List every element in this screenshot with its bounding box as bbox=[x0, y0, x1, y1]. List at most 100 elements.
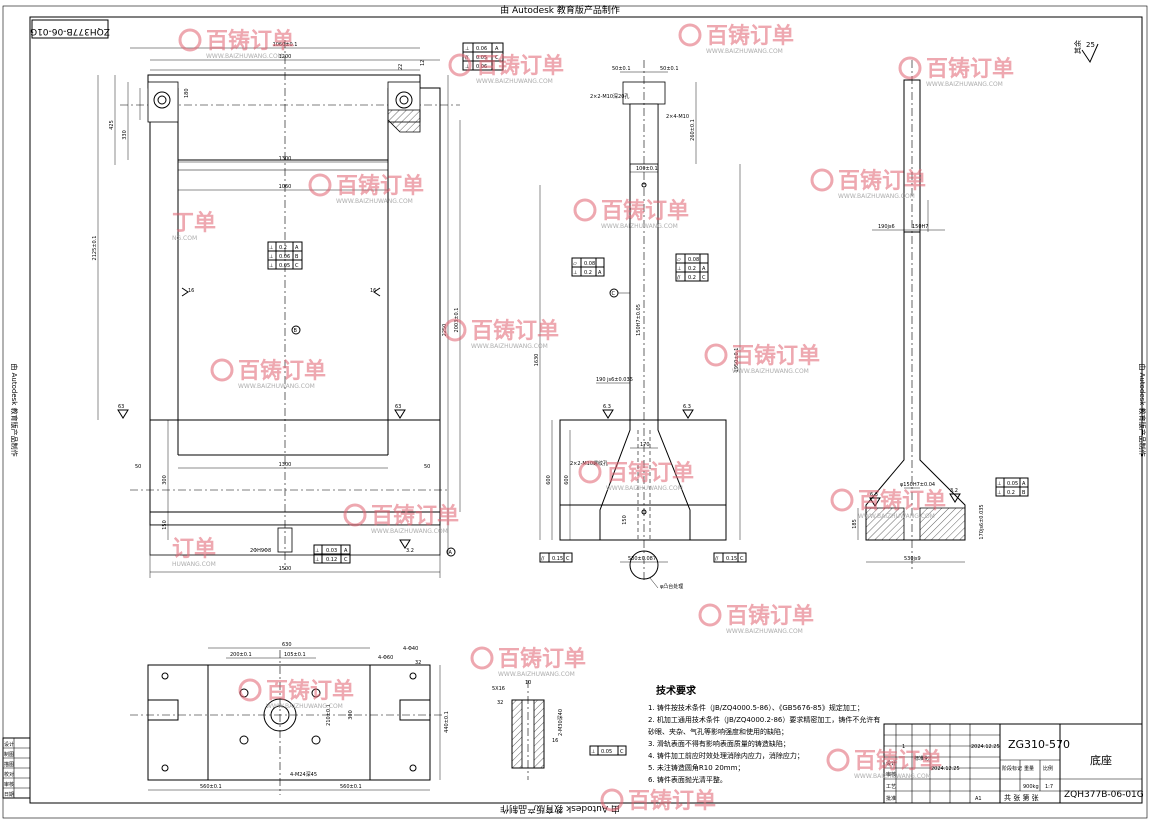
fv-dim-h425: 425 bbox=[109, 120, 115, 130]
fv-datum-a: A bbox=[449, 550, 453, 556]
watermark-5-brand: 百铸订单 bbox=[336, 173, 424, 199]
watermark-16: 百铸订单 WWW.BAIZHUWANG.COM bbox=[238, 678, 354, 710]
fv-gdt-mid-ref-0: A bbox=[295, 245, 299, 251]
tb-drawing-no: ZQH377B-06-01G bbox=[1064, 790, 1144, 800]
watermark-partial-left-brand: 订单 bbox=[172, 537, 216, 562]
watermark-14-url: WWW.BAIZHUWANG.COM bbox=[726, 628, 803, 635]
left-strip: 设计 制图 描图 校对 审核 日期 bbox=[2, 737, 31, 799]
roughness-label: 其余 bbox=[1073, 40, 1082, 54]
watermark-11-url: WWW.BAIZHUWANG.COM bbox=[606, 485, 683, 492]
watermark-9-url: WWW.BAIZHUWANG.COM bbox=[732, 368, 809, 375]
sv-datum-c: C bbox=[612, 291, 616, 297]
sv-gdt1-sym-1: ⊥ bbox=[573, 270, 577, 276]
pv-r32: 32 bbox=[415, 660, 421, 666]
left-strip-5: 日期 bbox=[4, 792, 14, 798]
sv-note2: 2×4-M10 bbox=[666, 114, 689, 120]
left-strip-1: 制图 bbox=[4, 751, 14, 758]
sv-note1: 2×2-M10深20孔 bbox=[590, 93, 629, 100]
rv-dim-w150: 150H7 bbox=[912, 224, 928, 230]
watermark-1: 百铸订单 WWW.BAIZHUWANG.COM bbox=[178, 28, 294, 60]
sv-dim-h600a: 600 bbox=[546, 475, 552, 485]
rv-gdt-sym-1: ⊥ bbox=[997, 490, 1001, 496]
sv-gdt2-sym-1: ⊥ bbox=[677, 266, 681, 272]
fv-dim-h330: 330 bbox=[122, 130, 128, 140]
fv-dim-mid2: 1060 bbox=[279, 184, 292, 190]
pv-dim-h300: 300 bbox=[348, 710, 354, 720]
watermark-2-url: WWW.BAIZHUWANG.COM bbox=[476, 78, 553, 85]
sv-dim-top-l: 50±0.1 bbox=[612, 66, 631, 72]
fv-gdt-top-sym-2: ⊥ bbox=[465, 64, 469, 70]
sv-gdtbr-sym: // bbox=[715, 556, 719, 562]
watermark-7-brand: 百铸订单 bbox=[838, 168, 926, 194]
sv-dim-total: 1630 bbox=[534, 354, 540, 367]
watermark-8-url: WWW.BAIZHUWANG.COM bbox=[471, 343, 548, 350]
fv-gdt-bot-sym-0: ⊥ bbox=[315, 548, 319, 554]
left-strip-4: 审核 bbox=[4, 781, 14, 788]
fv-gdt-mid: ⊥ 0.2 A ⊥ 0.06 B ⊥ 0.05 C bbox=[267, 241, 303, 270]
watermark-5-url: WWW.BAIZHUWANG.COM bbox=[336, 198, 413, 205]
pv-holes1: 4-Φ60 bbox=[378, 655, 393, 661]
dv-gdt-val: 0.05 bbox=[601, 749, 612, 755]
fv-gdt-top-val-2: 0.06 bbox=[476, 64, 487, 70]
tb-label-scale: 比例 bbox=[1043, 765, 1053, 772]
watermark-17-url: WWW.BAIZHUWANG.COM bbox=[854, 773, 931, 780]
watermark-partial-top-brand: 丁单 bbox=[172, 211, 216, 236]
watermark-13-url: WWW.BAIZHUWANG.COM bbox=[371, 528, 448, 535]
fv-gdt-mid-ref-2: C bbox=[295, 263, 299, 269]
banner-top: 由 Autodesk 教育版产品制作 bbox=[500, 4, 620, 16]
tech-requirements: 技术要求 1. 铸件按技术条件（JB/ZQ4000.5-86）、《GB5676-… bbox=[648, 684, 880, 784]
tb-scale: 1:7 bbox=[1045, 784, 1053, 790]
sv-gdtbl-sym: // bbox=[541, 556, 545, 562]
sv-gdt1-val-0: 0.08 bbox=[584, 261, 595, 267]
dv-dim-r32: 32 bbox=[497, 700, 503, 706]
watermark-8: 百铸订单 WWW.BAIZHUWANG.COM bbox=[443, 318, 559, 350]
drawing-number-box-text: ZQH377B-06-01G bbox=[30, 26, 110, 36]
watermark-4-url: WWW.BAIZHUWANG.COM bbox=[926, 81, 1003, 88]
watermark-14: 百铸订单 WWW.BAIZHUWANG.COM bbox=[698, 603, 814, 635]
fv-gdt-bot-ref-0: A bbox=[344, 548, 348, 554]
watermark-partial-top: 丁单 NG.COM bbox=[172, 211, 216, 242]
watermark-3-brand: 百铸订单 bbox=[706, 23, 794, 49]
dv-gdt-sym: ⊥ bbox=[591, 749, 595, 755]
fv-gdt-top-ref-0: A bbox=[495, 46, 499, 52]
tech-item-1: 1. 铸件按技术条件（JB/ZQ4000.5-86）、《GB5676-85》规定… bbox=[648, 703, 864, 712]
tech-item-5: 4. 铸件加工前应时效处理消除内应力，消除应力； bbox=[648, 751, 804, 760]
sv-gdt2-val-2: 0.2 bbox=[688, 275, 696, 281]
watermark-16-url: WWW.BAIZHUWANG.COM bbox=[266, 703, 343, 710]
tech-item-7: 6. 铸件表面抛光清平整。 bbox=[648, 775, 727, 784]
pv-dim-w560a: 560±0.1 bbox=[200, 784, 222, 790]
sv-dim-top-r: 50±0.1 bbox=[660, 66, 679, 72]
tech-item-6: 5. 未注铸造圆角R10 20mm； bbox=[648, 763, 744, 772]
sv-gdt2-sym-0: ▱ bbox=[677, 257, 681, 263]
fv-dim-h12: 12 bbox=[420, 60, 426, 66]
fv-gdt-mid-sym-2: ⊥ bbox=[269, 263, 273, 269]
banner-left: 由 Autodesk 教育版产品制作 bbox=[10, 363, 19, 456]
roughness-value: 25 bbox=[1086, 41, 1095, 49]
fv-gdt-bot-ref-1: C bbox=[344, 557, 348, 563]
tech-item-4: 3. 滑轨表面不得有影响表面质量的铸造缺陷； bbox=[648, 739, 790, 748]
fv-bottom-note: 2ΦH9Φ8 bbox=[250, 548, 271, 554]
fv-gdt-mid-val-1: 0.06 bbox=[279, 254, 290, 260]
fv-gdt-bot-val-0: 0.03 bbox=[326, 548, 337, 554]
fv-datum-b: B bbox=[294, 328, 298, 334]
watermark-partial-left: 订单 HUWANG.COM bbox=[172, 537, 216, 568]
watermark-7: 百铸订单 WWW.BAIZHUWANG.COM bbox=[810, 168, 926, 200]
banner-bottom: 由 Autodesk 教育版产品制作 bbox=[500, 803, 620, 815]
pv-dim-w200: 200±0.1 bbox=[230, 652, 252, 658]
rv-gdt-val-0: 0.05 bbox=[1007, 481, 1018, 487]
tech-title: 技术要求 bbox=[656, 684, 697, 697]
fv-gdt-bot-val-1: 0.12 bbox=[326, 557, 337, 563]
sv-gdt2-val-1: 0.2 bbox=[688, 266, 696, 272]
fv-gdt-bot-sym-1: ⊥ bbox=[315, 557, 319, 563]
watermark-9-brand: 百铸订单 bbox=[732, 343, 820, 369]
watermark-2: 百铸订单 WWW.BAIZHUWANG.COM bbox=[448, 53, 564, 85]
pv-dim-w630: 630 bbox=[282, 642, 292, 648]
dv-gdt: ⊥ 0.05 C bbox=[589, 745, 627, 756]
sv-gdt1-sym-0: ▱ bbox=[573, 261, 577, 267]
watermark-16-brand: 百铸订单 bbox=[266, 678, 354, 704]
tb-label-check: 审核 bbox=[886, 771, 896, 778]
fv-gdt-top-val-0: 0.06 bbox=[476, 46, 487, 52]
pv-holes2: 4-Φ40 bbox=[403, 646, 418, 652]
sv-gdt2-ref-2: C bbox=[702, 275, 706, 281]
